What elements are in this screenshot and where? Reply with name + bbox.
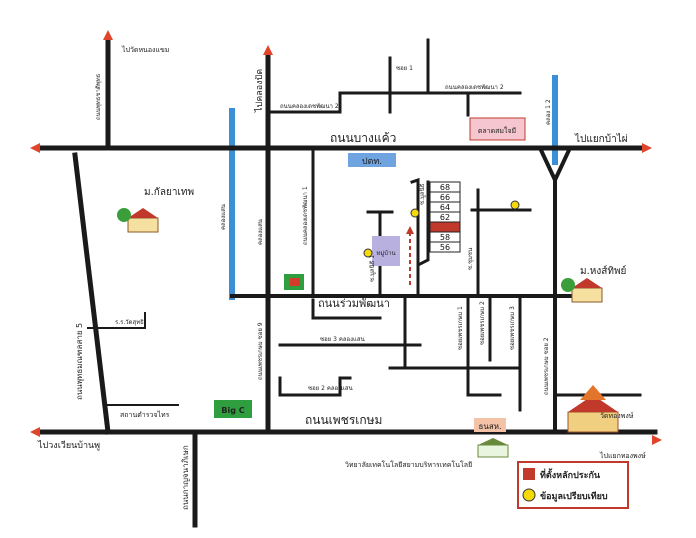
lot-64: 64 bbox=[440, 203, 450, 212]
label-road-left-vertical: ถนนพุทธชาติพุทธ bbox=[95, 73, 102, 120]
arrow-left-bottom bbox=[30, 427, 40, 437]
label-road-bottom-vert: ถนนกาญจนาภิเษก bbox=[181, 445, 190, 510]
label-road-petchkasem-vert: ถนนเพชรเกษม ซอย 2 bbox=[543, 337, 550, 395]
village-label: หมู่บ้าน bbox=[376, 250, 395, 257]
lot-62: 62 bbox=[440, 213, 450, 222]
label-soi-right-vertical: คลอง 1 2 bbox=[545, 99, 552, 125]
market-box bbox=[469, 117, 526, 141]
school-right-icon bbox=[561, 278, 603, 303]
label-police: สถานตำรวจไทร bbox=[120, 410, 170, 419]
road-left-long bbox=[72, 152, 111, 435]
label-soi-a: ซ.มูลนิธิ bbox=[419, 183, 426, 205]
label-college: วิทยาลัยเทคโนโลยีสยามบริหารเทคโนโลยี bbox=[345, 460, 472, 469]
label-road-khlong-dan2: ถนนคลองเดชพัฒนา 2 bbox=[445, 84, 504, 91]
legend-site-swatch bbox=[523, 468, 535, 480]
label-to-khlong-pat: ไปคลองปัด bbox=[254, 69, 265, 113]
big-c-label: Big C bbox=[221, 406, 244, 415]
label-soi-c: ซ.ชุมชน bbox=[467, 248, 474, 270]
label-road-soi-2: ซอย 2 คลองแสน bbox=[308, 385, 353, 392]
arrow-up-left bbox=[103, 30, 113, 40]
comparable-marker-b bbox=[510, 200, 520, 210]
label-to-wongwian: ไปวงเวียนบ้านพู bbox=[37, 440, 100, 451]
big-c-bottom bbox=[214, 400, 252, 418]
bank-label: ธนสห. bbox=[478, 422, 501, 431]
label-school-right: ม.หงส์ทิพย์ bbox=[580, 265, 626, 277]
label-road-soi-1: ถนนคลองเดชพัฒนา 1 bbox=[302, 186, 309, 245]
school-left-icon bbox=[117, 208, 159, 233]
big-c-top-red bbox=[290, 278, 300, 286]
post-office-box bbox=[348, 153, 396, 167]
label-small-left: ร.ร.วัดสุทธิ bbox=[115, 319, 144, 326]
road-small-left bbox=[87, 312, 146, 329]
village-box bbox=[372, 236, 400, 266]
road-lower-loop bbox=[311, 298, 382, 320]
label-soi-b: ซ.มูลนิธิ 1 bbox=[369, 255, 376, 282]
arrow-up-khlong-pat bbox=[263, 45, 273, 55]
site-lot bbox=[429, 221, 461, 233]
label-to-nong-khaem: ไปวัดหนองแขม bbox=[121, 45, 169, 54]
temple-icon bbox=[567, 385, 619, 433]
arrow-right-top bbox=[642, 143, 652, 153]
label-road-vert-mid: ถนนเพชรเกษม ซอย 9 bbox=[257, 322, 264, 380]
lot-stack: 68 66 64 62 58 56 bbox=[429, 181, 461, 253]
temple-label: วัดทองพงษ์ bbox=[600, 412, 634, 420]
label-to-yaek-bang-pai: ไปแยกบ้าไผ่ bbox=[574, 133, 628, 145]
label-soi-1: ซอย 1 bbox=[396, 65, 413, 72]
bank-box bbox=[474, 418, 506, 432]
road-soi-village-2 bbox=[417, 180, 430, 267]
label-road-vert-soi-b: ซอยเพชรเกษม 2 bbox=[479, 301, 486, 345]
road-khlong-dan-top bbox=[266, 91, 522, 114]
label-road-ruam-phatthana: ถนนร่วมพัฒนา bbox=[318, 297, 390, 310]
lot-56: 56 bbox=[440, 243, 450, 252]
road-soi-village bbox=[410, 177, 420, 298]
comparable-marker-a bbox=[410, 208, 420, 218]
dashed-arrow-head bbox=[406, 226, 414, 234]
arrow-left-top bbox=[30, 143, 40, 153]
post-office-label: ปตท. bbox=[362, 157, 382, 167]
legend: ที่ตั้งหลักประกัน ข้อมูลเปรียบเทียบ bbox=[517, 461, 629, 509]
label-road-khlong-dan: ถนนคลองเดชพัฒนา 2 bbox=[280, 103, 339, 110]
label-road-left-long: ถนนพุทธมณฑลสาย 5 bbox=[75, 323, 84, 400]
college-icon bbox=[477, 438, 509, 458]
market-label: ตลาดสมใจมี bbox=[478, 126, 516, 135]
label-school-left: ม.กัลยาเทพ bbox=[144, 187, 194, 198]
legend-site-label: ที่ตั้งหลักประกัน bbox=[540, 468, 601, 481]
lot-66: 66 bbox=[440, 193, 450, 202]
label-canal-vertical: คลองแสน bbox=[220, 204, 227, 230]
label-road-soi-3: ซอย 3 คลองแสน bbox=[320, 336, 365, 343]
legend-comparable-swatch bbox=[522, 488, 536, 502]
legend-comparable-label: ข้อมูลเปรียบเทียบ bbox=[540, 491, 608, 502]
road-soi-2 bbox=[278, 376, 352, 397]
label-road-vert-soi-c: ซอยเพชรเกษม 3 bbox=[509, 306, 516, 350]
label-road-khlong: คลองแสน bbox=[257, 219, 264, 245]
label-road-petchkasem: ถนนเพชรเกษม bbox=[305, 413, 382, 427]
lot-68: 68 bbox=[440, 183, 450, 192]
label-to-yaek-bottom-right: ไปแยกทองพงษ์ bbox=[599, 451, 646, 460]
comparable-marker-c bbox=[363, 248, 373, 258]
label-road-main-top: ถนนบางแค้ว bbox=[330, 131, 396, 145]
arrow-right-bottom bbox=[652, 435, 662, 445]
lot-58: 58 bbox=[440, 233, 450, 242]
label-road-vert-soi-a: ซอยเพชรเกษม 1 bbox=[457, 306, 464, 350]
